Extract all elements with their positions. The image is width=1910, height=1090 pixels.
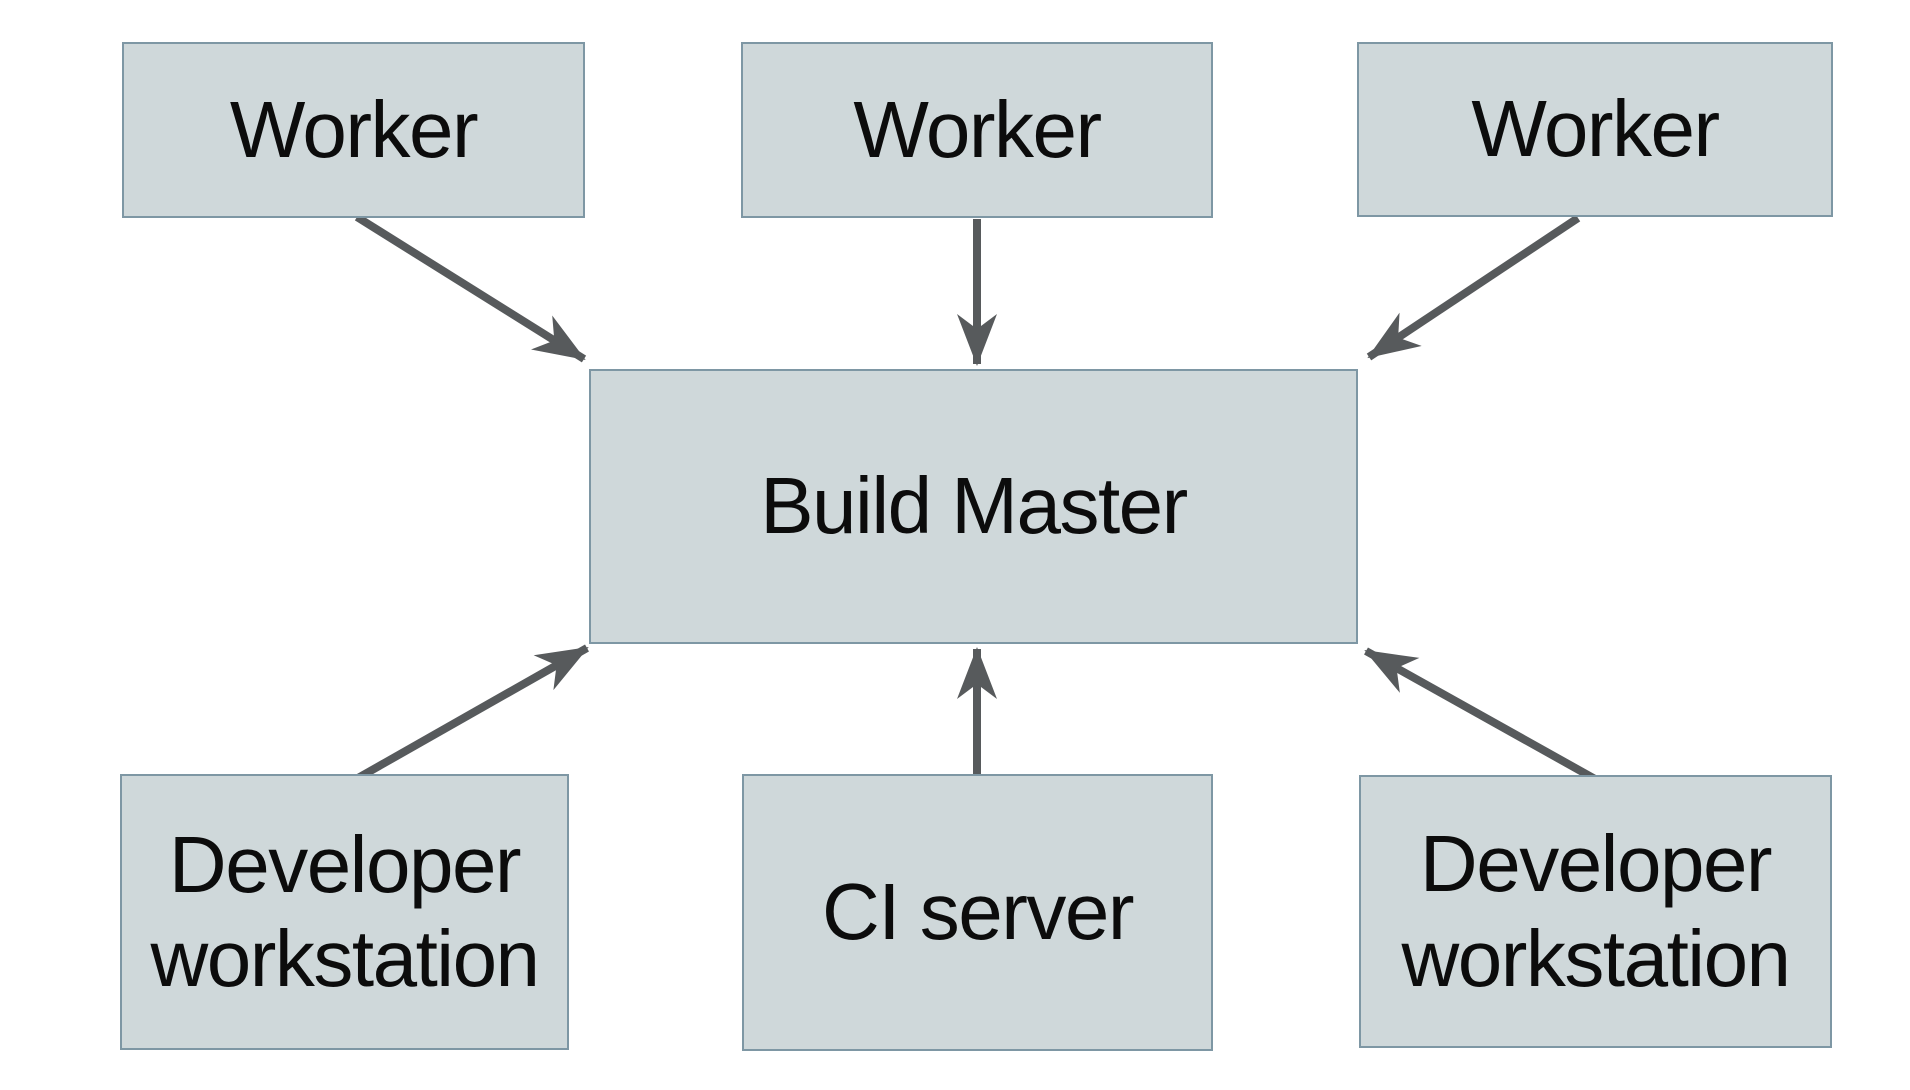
edge-devworkstation-right-to-buildmaster [1364, 647, 1597, 783]
node-ci-server-label: CI server [822, 867, 1135, 957]
node-developer-workstation-left: Developer workstation [120, 774, 569, 1050]
node-worker-2-label: Worker [853, 84, 1102, 174]
edge-worker3-to-buildmaster [1366, 214, 1581, 361]
node-worker-2: Worker [741, 42, 1213, 218]
edge-devworkstation-left-to-buildmaster [356, 644, 589, 782]
node-ci-server: CI server [742, 774, 1213, 1051]
node-worker-3: Worker [1357, 42, 1833, 217]
node-worker-1: Worker [122, 42, 585, 218]
node-developer-workstation-right: Developer workstation [1359, 775, 1832, 1048]
node-worker-3-label: Worker [1471, 84, 1720, 174]
node-build-master: Build Master [589, 369, 1358, 644]
node-developer-workstation-left-label: Developer workstation [150, 819, 540, 1003]
node-build-master-label: Build Master [760, 461, 1188, 551]
node-developer-workstation-right-label: Developer workstation [1401, 819, 1791, 1003]
edge-worker1-to-buildmaster [354, 213, 587, 363]
node-worker-1-label: Worker [229, 84, 479, 174]
